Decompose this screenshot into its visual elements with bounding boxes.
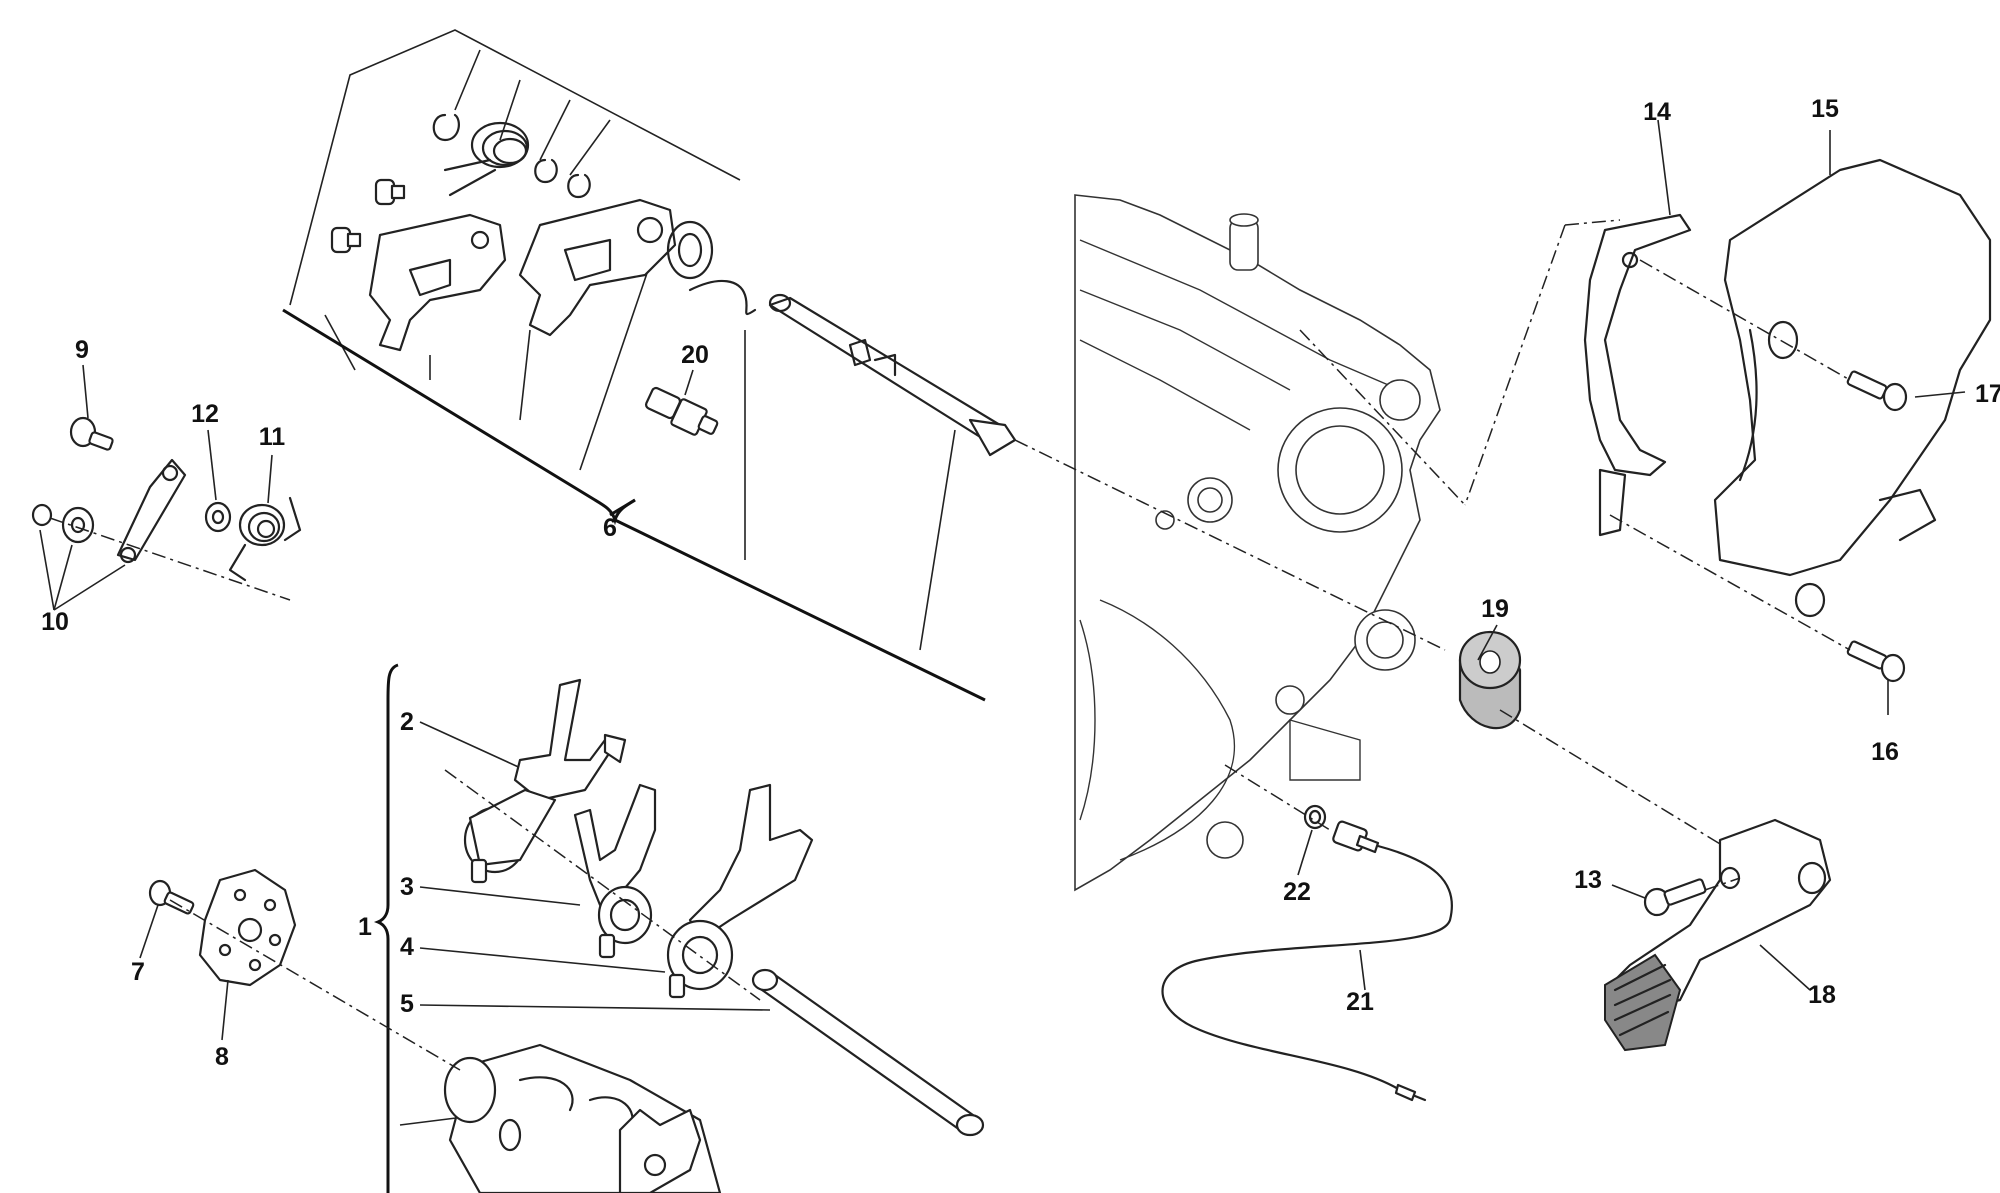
shift-forks-group bbox=[373, 663, 985, 1193]
sensor-21 bbox=[1161, 764, 1453, 1102]
spacer-19 bbox=[1458, 624, 1522, 730]
shift-fork-4 bbox=[666, 783, 814, 999]
label-12: 12 bbox=[191, 400, 219, 428]
shift-fork-2 bbox=[463, 678, 627, 884]
label-14: 14 bbox=[1643, 98, 1671, 126]
shift-spring bbox=[443, 121, 530, 197]
label-18: 18 bbox=[1808, 981, 1836, 1009]
shift-lever-18 bbox=[1604, 818, 1832, 1052]
shift-drum bbox=[443, 1043, 722, 1193]
label-1: 1 bbox=[358, 913, 372, 941]
label-21: 21 bbox=[1346, 988, 1374, 1016]
label-6: 6 bbox=[603, 514, 617, 542]
label-4: 4 bbox=[400, 933, 414, 961]
engine-crankcase bbox=[1074, 194, 1441, 892]
label-15: 15 bbox=[1811, 95, 1839, 123]
label-19: 19 bbox=[1481, 595, 1509, 623]
pin bbox=[330, 178, 406, 254]
label-7: 7 bbox=[131, 958, 145, 986]
bolt-17 bbox=[1846, 370, 1966, 412]
shift-shaft bbox=[768, 293, 1017, 457]
label-22: 22 bbox=[1283, 878, 1311, 906]
label-8: 8 bbox=[215, 1043, 229, 1071]
shift-lever-small-parts bbox=[31, 364, 302, 611]
bolt-16 bbox=[1846, 640, 1906, 715]
fitting-20 bbox=[644, 369, 719, 436]
fork-rod bbox=[751, 968, 985, 1137]
shift-fork-3 bbox=[573, 783, 657, 959]
label-17: 17 bbox=[1975, 380, 2000, 408]
label-13: 13 bbox=[1574, 866, 1602, 894]
label-9: 9 bbox=[75, 336, 89, 364]
cover-group bbox=[1464, 119, 1992, 715]
cover-15 bbox=[1713, 158, 1992, 618]
label-3: 3 bbox=[400, 873, 414, 901]
footpeg-rubber bbox=[1604, 953, 1682, 1052]
shift-shaft-assembly bbox=[282, 29, 1017, 702]
label-2: 2 bbox=[400, 708, 414, 736]
label-11: 11 bbox=[259, 423, 286, 451]
bracket-14 bbox=[1583, 213, 1692, 537]
label-20: 20 bbox=[681, 341, 709, 369]
label-5: 5 bbox=[400, 990, 414, 1018]
label-16: 16 bbox=[1871, 738, 1899, 766]
star-cam-7-8 bbox=[139, 868, 461, 1071]
label-10: 10 bbox=[41, 608, 69, 636]
part-labels: 1 2 3 4 5 6 7 8 9 10 11 12 13 14 15 16 1… bbox=[41, 95, 2000, 1071]
